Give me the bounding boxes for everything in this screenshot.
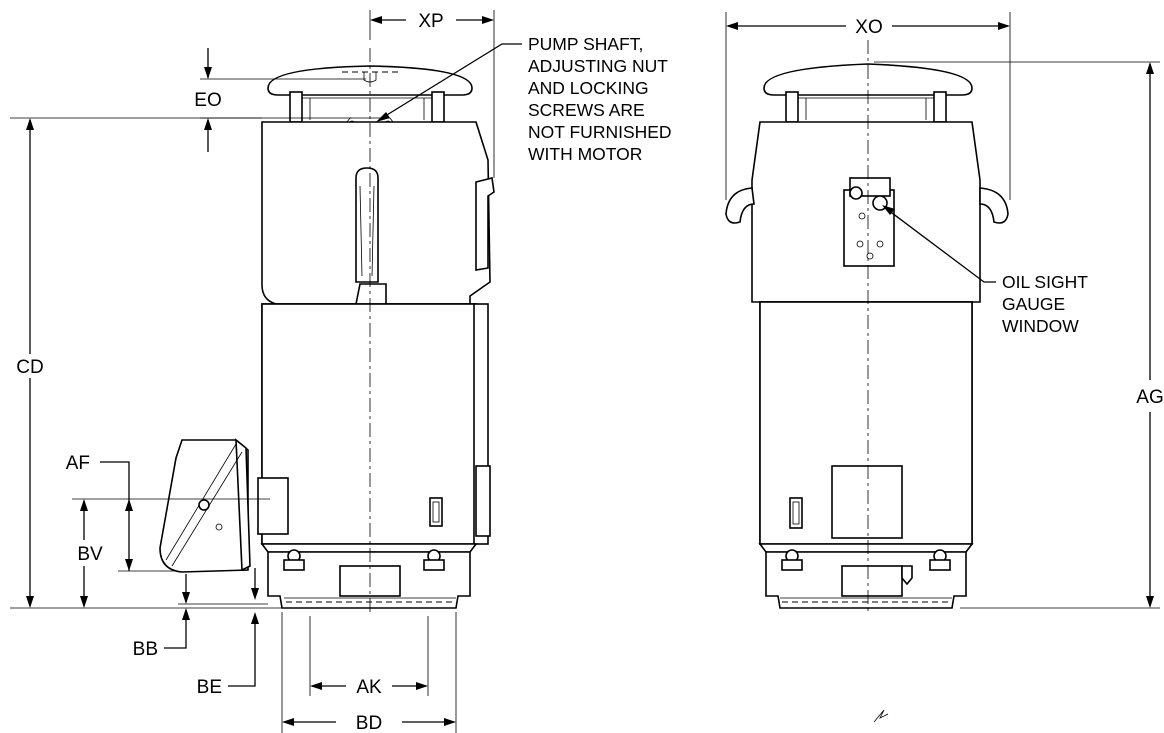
label-be: BE — [197, 677, 222, 698]
svg-text:PUMP SHAFT,: PUMP SHAFT, — [528, 34, 643, 54]
note-pump-shaft: PUMP SHAFT, ADJUSTING NUT AND LOCKING SC… — [528, 34, 672, 164]
label-xo: XO — [855, 17, 882, 38]
label-xp: XP — [418, 11, 443, 32]
front-view — [725, 40, 1009, 612]
svg-text:WINDOW: WINDOW — [1002, 316, 1079, 336]
label-ag: AG — [1136, 387, 1163, 408]
svg-text:ADJUSTING NUT: ADJUSTING NUT — [528, 56, 668, 76]
label-bb: BB — [133, 639, 158, 660]
svg-text:WITH MOTOR: WITH MOTOR — [528, 144, 642, 164]
label-bd: BD — [356, 713, 382, 733]
label-eo: EO — [194, 90, 221, 111]
svg-text:NOT FURNISHED: NOT FURNISHED — [528, 122, 672, 142]
drip-cover-top-front — [763, 63, 973, 96]
label-ak: AK — [356, 677, 382, 698]
label-af: AF — [66, 453, 90, 474]
label-cd: CD — [16, 357, 43, 378]
label-bv: BV — [77, 544, 103, 565]
svg-text:AND LOCKING: AND LOCKING — [528, 78, 649, 98]
dimensions-right — [725, 12, 1160, 723]
note-oil-sight: OIL SIGHT GAUGE WINDOW — [1002, 272, 1088, 336]
svg-text:SCREWS ARE: SCREWS ARE — [528, 100, 645, 120]
svg-text:OIL SIGHT: OIL SIGHT — [1002, 272, 1088, 292]
svg-text:GAUGE: GAUGE — [1002, 294, 1065, 314]
dimensions-left — [10, 10, 522, 733]
side-view — [159, 48, 495, 612]
